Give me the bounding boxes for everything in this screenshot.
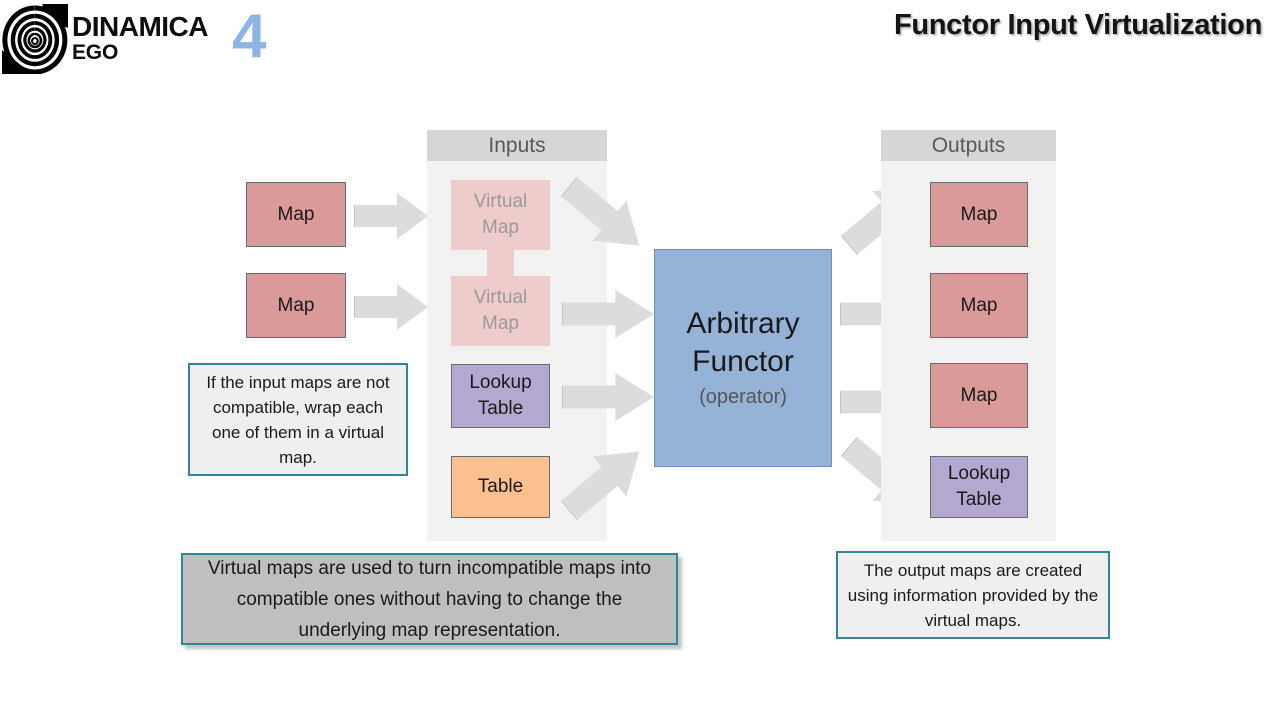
output-node-map-2[interactable]: Map [930, 273, 1028, 338]
node-label: Virtual Map [474, 189, 528, 241]
logo-version-number: 4 [232, 2, 267, 71]
node-label-line2: Map [482, 313, 519, 334]
output-node-lookup-table[interactable]: Lookup Table [930, 456, 1028, 518]
arbitrary-functor-box[interactable]: Arbitrary Functor (operator) [654, 249, 832, 467]
source-map-box-2[interactable]: Map [246, 273, 346, 338]
node-label: Virtual Map [474, 285, 528, 337]
source-map-box-1[interactable]: Map [246, 182, 346, 247]
input-node-table[interactable]: Table [451, 456, 550, 518]
inputs-panel-title: Inputs [488, 133, 546, 157]
node-label: Lookup Table [948, 461, 1010, 513]
logo-name-line1: DINAMICA [72, 11, 209, 42]
output-node-map-3[interactable]: Map [930, 363, 1028, 428]
node-label-line1: Lookup [947, 463, 1011, 484]
outputs-panel-header: Outputs [881, 130, 1056, 161]
page-title: Functor Input Virtualization [893, 9, 1262, 41]
callout-virtual-map-note: If the input maps are not compatible, wr… [188, 363, 408, 476]
inputs-panel-header: Inputs [427, 130, 607, 161]
callout-text: Virtual maps are used to turn incompatib… [207, 557, 652, 641]
node-label: Map [277, 203, 315, 225]
functor-title-line2: Functor [692, 345, 794, 378]
arrow-source-map-2-to-virtual-map [354, 284, 428, 330]
input-node-virtual-map-1[interactable]: Virtual Map [451, 180, 550, 250]
logo-wordmark: DINAMICA EGO [72, 12, 232, 64]
functor-subtitle: (operator) [699, 386, 787, 408]
node-label: Map [277, 294, 315, 316]
functor-title-line1: Arbitrary [686, 307, 800, 340]
node-label: Lookup Table [469, 370, 531, 422]
input-node-virtual-map-2[interactable]: Virtual Map [451, 276, 550, 346]
callout-text: If the input maps are not compatible, wr… [206, 372, 390, 467]
arrow-source-map-1-to-virtual-map [354, 193, 428, 239]
dinamica-ego-logo: DINAMICA EGO 4 [0, 2, 300, 82]
input-node-lookup-table[interactable]: Lookup Table [451, 364, 550, 428]
node-label: Table [477, 476, 524, 497]
output-node-map-1[interactable]: Map [930, 182, 1028, 247]
spiral-logo-icon [2, 4, 68, 74]
node-label-line2: Table [477, 398, 524, 419]
node-label-line2: Table [956, 489, 1002, 510]
node-label-line1: Virtual [473, 287, 528, 308]
callout-outputs-note: The output maps are created using inform… [836, 551, 1110, 639]
node-label: Map [960, 294, 998, 316]
node-label-line2: Map [482, 217, 519, 238]
callout-virtual-map-explanation: Virtual maps are used to turn incompatib… [181, 553, 678, 645]
outputs-panel-title: Outputs [931, 133, 1006, 157]
node-label: Map [960, 384, 998, 406]
node-label-line1: Lookup [469, 372, 532, 393]
callout-text: The output maps are created using inform… [847, 560, 1099, 630]
virtual-map-bridge-connector [487, 250, 514, 276]
logo-name-line2: EGO [72, 41, 119, 64]
node-label: Map [960, 203, 998, 225]
node-label-line1: Virtual [473, 191, 528, 212]
